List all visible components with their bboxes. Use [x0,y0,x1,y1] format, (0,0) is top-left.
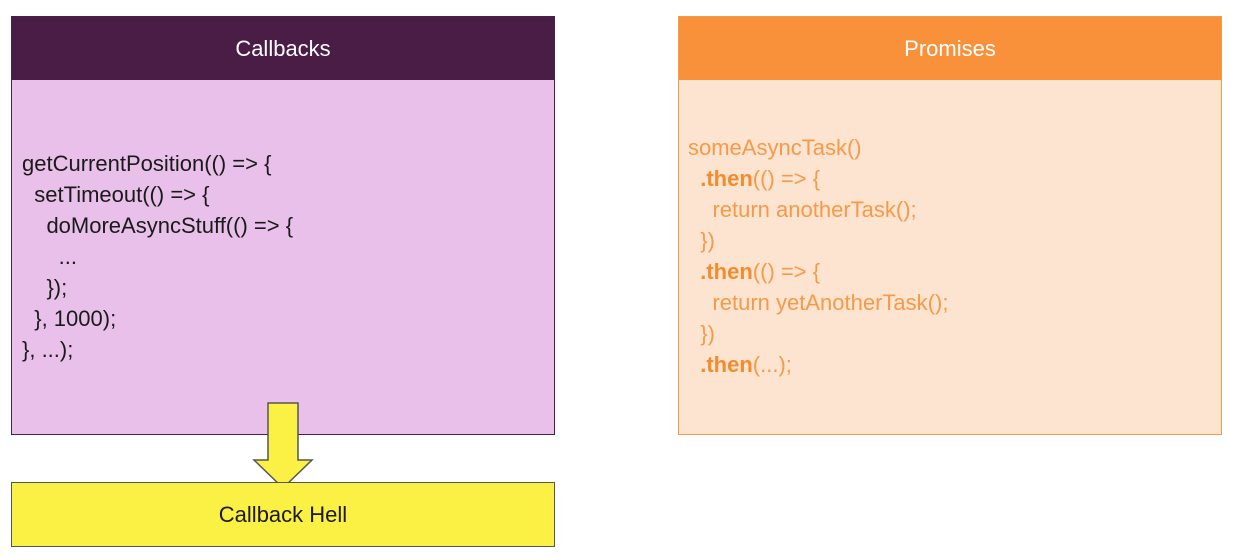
promises-panel: Promises someAsyncTask() .then(() => { r… [678,16,1222,435]
callbacks-title: Callbacks [235,35,331,61]
code-line: doMoreAsyncStuff(() => { [22,213,294,238]
code-line: getCurrentPosition(() => { [22,151,272,176]
then-keyword: .then [700,259,753,284]
code-line: }); [22,275,68,300]
then-keyword: .then [700,166,753,191]
callback-hell-label: Callback Hell [218,501,348,527]
code-line: return anotherTask(); [688,197,917,222]
code-line: }) [688,321,715,346]
down-arrow-icon [252,402,314,490]
then-keyword: .then [700,352,753,377]
code-line: (() => { [752,166,821,191]
promises-code: someAsyncTask() .then(() => { return ano… [688,132,948,380]
promises-title: Promises [904,35,996,61]
promises-header: Promises [679,17,1221,80]
code-line: someAsyncTask() [688,135,862,160]
code-line: setTimeout(() => { [22,182,210,207]
callback-hell-box: Callback Hell [11,482,555,547]
code-line: }, ...); [22,337,74,362]
code-line: return yetAnotherTask(); [688,290,949,315]
code-line: (...); [752,352,792,377]
callbacks-panel: Callbacks getCurrentPosition(() => { set… [11,16,555,435]
code-line: ... [22,244,78,269]
callbacks-header: Callbacks [12,17,554,80]
code-line: }, 1000); [22,306,117,331]
code-line: }) [688,228,715,253]
callbacks-code: getCurrentPosition(() => { setTimeout(()… [22,148,293,365]
code-line: (() => { [752,259,821,284]
